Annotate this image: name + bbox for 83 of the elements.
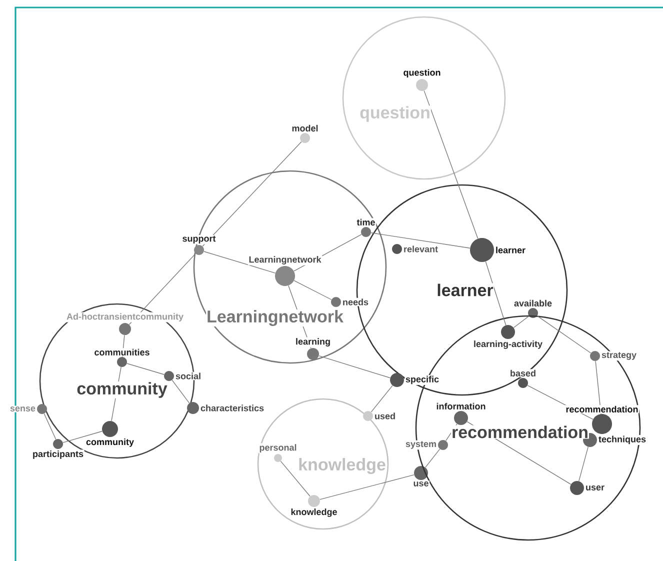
connector-line [280,460,310,497]
dot [390,372,404,387]
word-label: needs [342,298,370,306]
word-label: use [412,480,430,488]
dot [187,402,199,414]
word-label: information [435,402,487,410]
word-label: relevant [402,244,439,254]
dot [518,378,528,388]
connector-line [44,413,56,440]
dot [592,414,612,434]
connector-line [370,232,470,248]
dot [528,308,538,318]
connector-line [202,141,302,247]
dot [119,322,131,335]
dot [308,494,320,507]
connector-line [294,280,332,300]
word-label: question [402,68,442,78]
word-label: participants [32,450,84,460]
connector-line [172,380,190,404]
word-label: system [404,440,438,450]
dot [164,370,174,381]
dot [438,440,448,450]
word-label: personal [258,443,298,454]
dot [590,351,600,361]
cluster-circle [342,16,506,180]
dot [414,466,428,480]
word-label: Ad-hoctransientcommunity [66,312,184,322]
word-label: knowledge [290,508,338,518]
word-label: based [509,369,537,378]
cluster-label: Learningnetwork [206,310,344,326]
dot [392,244,402,254]
dot [363,410,373,421]
dot [331,296,341,307]
word-label: available [513,299,553,308]
dot [300,132,310,143]
dot [361,227,371,237]
connector-line [424,90,478,239]
connector-line [320,474,414,500]
connector-line [536,316,592,354]
dot [53,438,63,449]
dot [37,404,47,414]
word-label: social [174,372,202,380]
connector-line [318,355,390,378]
cluster-label: learner [436,283,494,297]
dot [102,420,118,437]
dot [416,79,428,91]
connector-line [578,446,588,482]
dot [274,454,282,462]
connector-line [485,261,506,326]
cluster-label: community [76,382,168,398]
dot [454,410,468,425]
connector-line [370,385,393,412]
word-label: learner [494,246,526,254]
dot [307,348,319,360]
word-label: strategy [600,351,638,361]
word-label: support [181,234,217,244]
word-label: techniques [598,435,647,445]
word-label: used [374,412,396,420]
connector-line [425,448,440,468]
word-label: user [584,484,606,492]
connector-line [513,316,530,328]
cluster-label: recommendation [451,425,589,439]
word-label: community [85,438,135,448]
dot [570,480,584,495]
word-label: sense [9,406,36,412]
word-label: learning-activity [472,340,544,350]
word-label: learning [294,337,332,348]
word-label: time [356,218,376,226]
dot [501,324,515,339]
dot [194,245,204,255]
cluster-label: knowledge [298,458,386,474]
word-label: specific [404,375,440,385]
connector-line [204,251,276,274]
word-label: Learningnetwork [248,255,322,266]
word-label: model [290,124,320,132]
connector-line [126,363,164,375]
dot [470,238,494,262]
word-label: characteristics [200,404,265,412]
word-label: recommendation [564,405,640,414]
connector-line [62,430,102,443]
dot [117,356,127,367]
dot [275,266,295,286]
word-label: communities [93,348,151,356]
